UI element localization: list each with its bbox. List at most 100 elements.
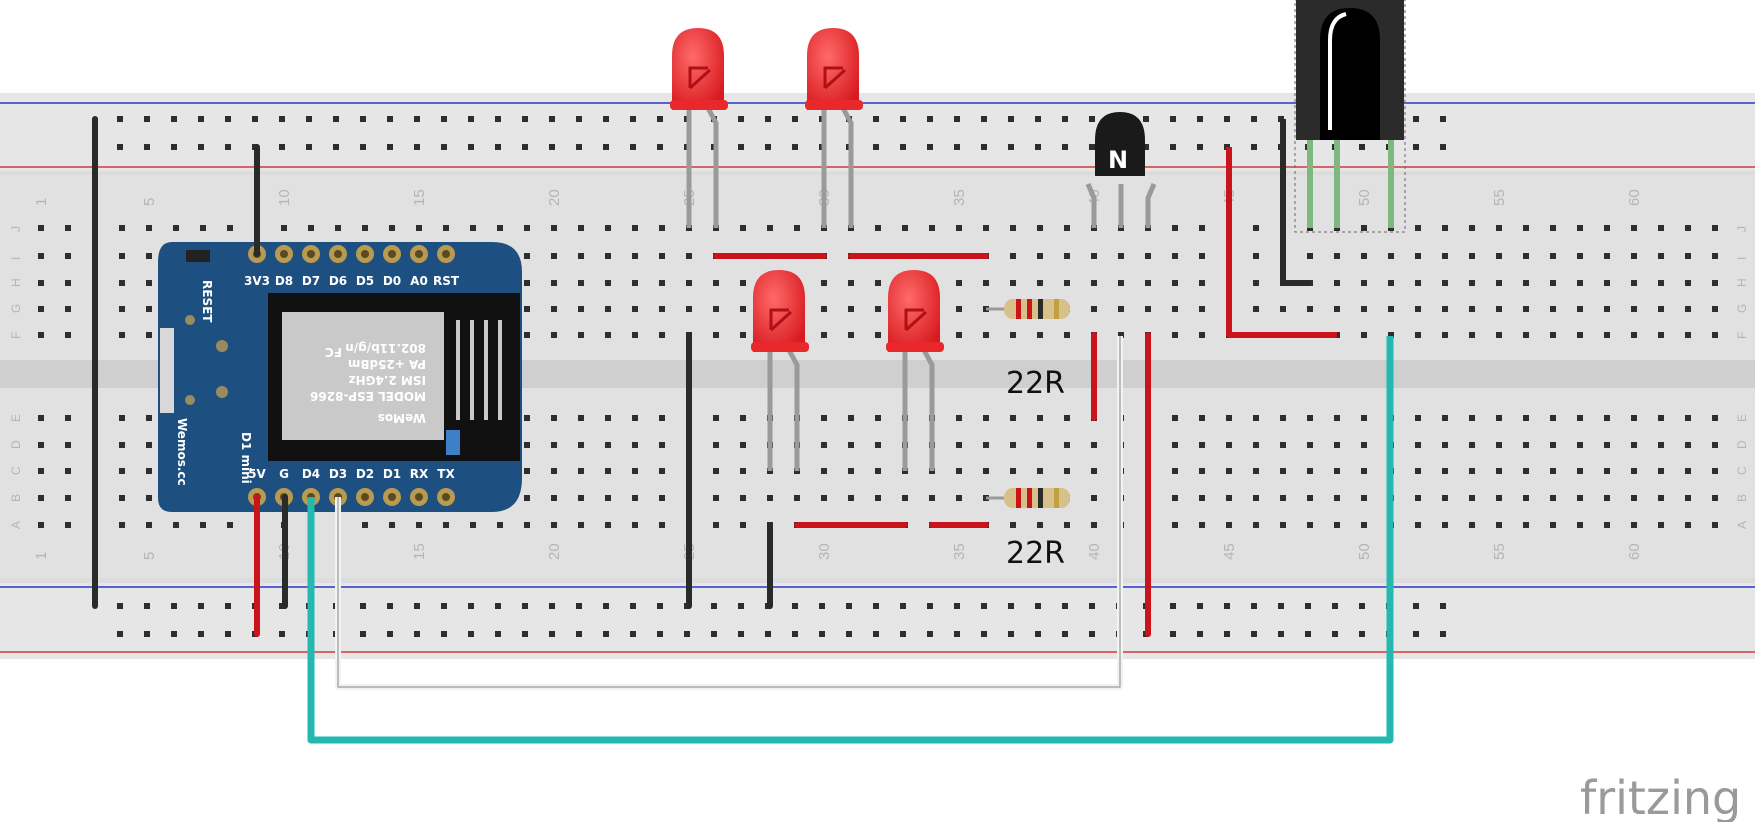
module-standard: 802.11b/g/n (345, 341, 426, 355)
hole (443, 225, 449, 231)
hole (1199, 280, 1205, 286)
rail-hole (549, 116, 555, 122)
rail-hole (1008, 116, 1014, 122)
hole (902, 495, 908, 501)
hole (1469, 306, 1475, 312)
hole (1469, 522, 1475, 528)
hole (1307, 468, 1313, 474)
hole (1010, 280, 1016, 286)
column-number: 55 (1491, 189, 1508, 206)
hole (1496, 468, 1502, 474)
hole (146, 442, 152, 448)
rail-hole (1062, 116, 1068, 122)
rail-hole (576, 144, 582, 150)
hole (1226, 442, 1232, 448)
hole (1145, 253, 1151, 259)
hole (119, 280, 125, 286)
hole (1010, 253, 1016, 259)
hole (1604, 280, 1610, 286)
reset-button[interactable] (186, 250, 210, 262)
pin-label: D1 (383, 467, 401, 481)
rail-hole (144, 116, 150, 122)
hole (470, 522, 476, 528)
pin-label: D5 (356, 274, 374, 288)
column-number: 60 (1626, 543, 1643, 560)
hole (875, 495, 881, 501)
hole (1037, 442, 1043, 448)
wire-black-ir-gnd (1280, 119, 1310, 286)
hole (1712, 442, 1718, 448)
hole (1091, 253, 1097, 259)
resistor-1 (986, 299, 1070, 319)
rail-hole (1170, 144, 1176, 150)
hole (740, 495, 746, 501)
hole (1523, 468, 1529, 474)
hole (1658, 280, 1664, 286)
hole (1280, 495, 1286, 501)
hole (632, 332, 638, 338)
rail-hole (792, 603, 798, 609)
rail-hole (1008, 603, 1014, 609)
hole (1091, 306, 1097, 312)
rail-hole (225, 116, 231, 122)
hole (1604, 332, 1610, 338)
hole (713, 332, 719, 338)
hole (605, 225, 611, 231)
hole (1604, 442, 1610, 448)
hole (1604, 253, 1610, 259)
hole (1496, 306, 1502, 312)
rail-hole (279, 144, 285, 150)
hole (605, 468, 611, 474)
row-letter: H (1735, 278, 1749, 287)
hole (1496, 225, 1502, 231)
hole (1118, 253, 1124, 259)
hole (1685, 306, 1691, 312)
rail-hole (549, 631, 555, 637)
hole (1442, 280, 1448, 286)
hole (1199, 253, 1205, 259)
hole (119, 442, 125, 448)
rail-hole (1062, 603, 1068, 609)
pin-label: D6 (329, 274, 347, 288)
hole (308, 225, 314, 231)
hole (1631, 225, 1637, 231)
hole (578, 415, 584, 421)
hole (1361, 415, 1367, 421)
hole (1334, 306, 1340, 312)
rail-hole (171, 116, 177, 122)
column-number: 20 (546, 189, 563, 206)
rail-hole (198, 144, 204, 150)
hole (767, 225, 773, 231)
hole (632, 306, 638, 312)
hole (956, 306, 962, 312)
hole (767, 495, 773, 501)
rail-hole (954, 116, 960, 122)
hole (119, 415, 125, 421)
rail-hole (1035, 603, 1041, 609)
hole (1604, 415, 1610, 421)
rail-hole (1278, 631, 1284, 637)
hole (1577, 442, 1583, 448)
hole (1631, 442, 1637, 448)
rail-hole (333, 116, 339, 122)
rail-hole (630, 631, 636, 637)
hole (1442, 225, 1448, 231)
rail-hole (333, 144, 339, 150)
led (670, 28, 728, 228)
hole (1361, 442, 1367, 448)
rail-hole (1170, 116, 1176, 122)
hole (1550, 253, 1556, 259)
hole (1577, 495, 1583, 501)
rail-hole (738, 144, 744, 150)
rail-hole (981, 144, 987, 150)
hole (1334, 280, 1340, 286)
rail-hole (1359, 603, 1365, 609)
hole (443, 522, 449, 528)
hole (146, 495, 152, 501)
hole (1658, 415, 1664, 421)
rail-hole (981, 116, 987, 122)
hole (875, 280, 881, 286)
hole (1442, 468, 1448, 474)
hole (659, 495, 665, 501)
rail-hole (279, 116, 285, 122)
